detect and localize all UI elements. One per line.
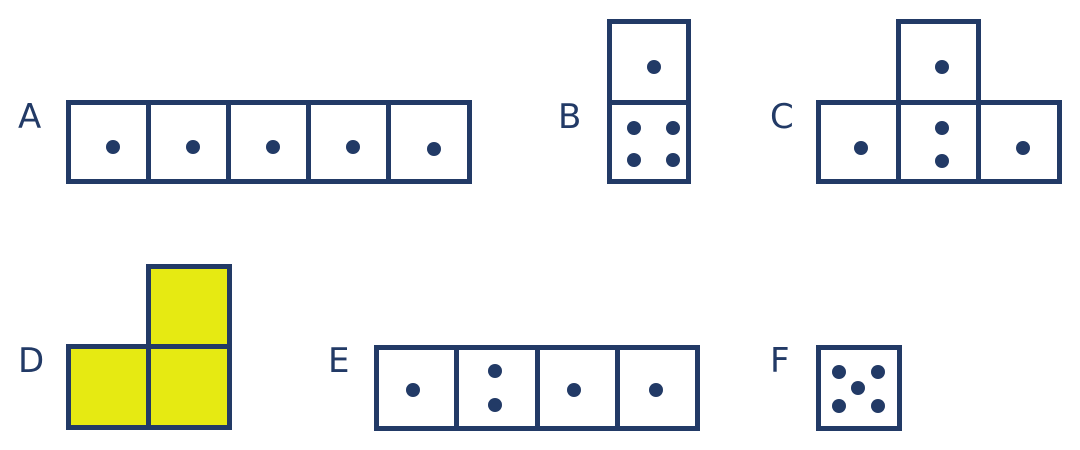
dot — [871, 399, 885, 413]
figure-c-label: C — [770, 97, 794, 137]
dot — [935, 121, 949, 135]
dot — [666, 153, 680, 167]
dot — [935, 154, 949, 168]
figure-a-cell-2 — [146, 100, 231, 184]
dot — [627, 153, 641, 167]
figure-a-cell-4 — [306, 100, 391, 184]
figure-a-cell-3 — [226, 100, 311, 184]
figure-e-cell-4 — [615, 345, 700, 431]
dot — [488, 398, 502, 412]
figure-d-label: D — [18, 341, 45, 381]
dot — [666, 121, 680, 135]
figure-e-label: E — [328, 341, 350, 381]
figure-a-label: A — [18, 97, 42, 137]
figure-e-cell-2 — [454, 345, 540, 431]
figure-b-cell-2 — [607, 100, 691, 184]
dot — [266, 140, 280, 154]
figure-c-cell-top — [896, 19, 981, 105]
dot — [627, 121, 641, 135]
figure-c-cell-left — [816, 100, 901, 184]
figure-a-cell-5 — [386, 100, 472, 184]
dot — [567, 383, 581, 397]
dot — [1016, 141, 1030, 155]
figure-e-cell-1 — [374, 345, 459, 431]
figure-d-cell-right — [146, 344, 232, 430]
figure-c-cell-center — [896, 100, 981, 184]
figure-c-cell-right — [976, 100, 1062, 184]
figure-b-label: B — [558, 97, 582, 137]
dot — [647, 60, 661, 74]
dot — [488, 364, 502, 378]
figure-d-cell-left — [66, 344, 151, 430]
figure-b-cell-1 — [607, 19, 691, 105]
dot — [935, 60, 949, 74]
dot — [832, 399, 846, 413]
figure-a-cell-1 — [66, 100, 151, 184]
dot — [346, 140, 360, 154]
dot — [832, 365, 846, 379]
dot — [427, 142, 441, 156]
dot — [186, 140, 200, 154]
figure-e-cell-3 — [535, 345, 620, 431]
dot — [106, 140, 120, 154]
dot — [871, 365, 885, 379]
dot — [406, 383, 420, 397]
dot — [649, 383, 663, 397]
figure-f-cell-1 — [816, 345, 902, 431]
figure-f-label: F — [770, 341, 790, 381]
figure-d-cell-top — [146, 264, 232, 352]
dot — [851, 381, 865, 395]
dot — [854, 141, 868, 155]
